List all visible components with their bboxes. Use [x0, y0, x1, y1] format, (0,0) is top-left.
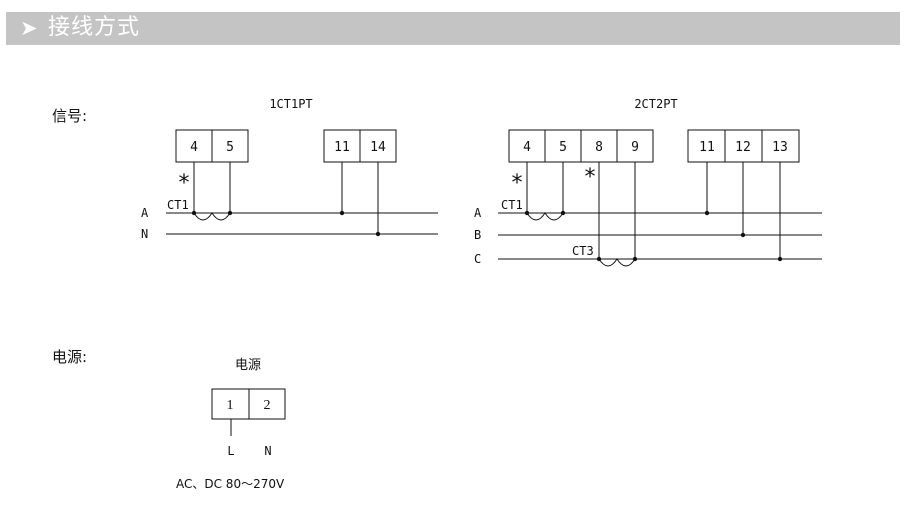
- power-label: 电源:: [52, 348, 87, 366]
- terminal-label: 2: [264, 398, 271, 413]
- junction-dot: [339, 210, 345, 216]
- terminal-box: [248, 388, 286, 420]
- terminal-label: 9: [631, 140, 639, 155]
- line-label-b: B: [474, 228, 481, 242]
- ct-coil: [598, 258, 636, 267]
- ct-label: CT1: [167, 198, 189, 212]
- terminal-label: 5: [559, 140, 567, 155]
- diagram-title-2ct2pt: 2CT2PT: [634, 97, 677, 111]
- junction-dot: [375, 231, 381, 237]
- ct-label: CT3: [572, 244, 594, 258]
- terminal-label: 12: [735, 140, 751, 155]
- terminal-label: 8: [595, 140, 603, 155]
- polarity-star: *: [583, 165, 596, 190]
- junction-dot: [191, 210, 197, 216]
- terminal-label: 4: [523, 140, 531, 155]
- line-label-a: A: [474, 206, 482, 220]
- section-header-bar: ➤ 接线方式: [6, 12, 900, 45]
- junction-dot: [704, 210, 710, 216]
- terminal-label: 11: [334, 140, 350, 155]
- chevron-right-icon: ➤: [20, 16, 38, 40]
- junction-dot: [560, 210, 566, 216]
- line-label-n: N: [264, 444, 271, 458]
- line-label-a: A: [141, 206, 149, 220]
- ct-label: CT1: [501, 198, 523, 212]
- diagram-title-1ct1pt: 1CT1PT: [269, 97, 312, 111]
- junction-dot: [777, 256, 783, 262]
- terminal-label: 1: [227, 398, 234, 413]
- terminal-label: 11: [699, 140, 715, 155]
- terminal-label: 4: [190, 140, 198, 155]
- polarity-star: *: [510, 171, 523, 196]
- junction-dot: [524, 210, 530, 216]
- junction-dot: [632, 256, 638, 262]
- ct-coil: [526, 212, 564, 221]
- power-title: 电源: [235, 358, 261, 373]
- terminal-label: 13: [772, 140, 788, 155]
- line-label-n: N: [141, 227, 148, 241]
- junction-dot: [596, 256, 602, 262]
- line-label-l: L: [227, 444, 234, 458]
- junction-dot: [740, 232, 746, 238]
- section-title: 接线方式: [48, 15, 141, 40]
- signal-label: 信号:: [52, 107, 87, 125]
- ct-coil: [193, 212, 231, 221]
- terminal-label: 5: [226, 140, 234, 155]
- power-spec: AC、DC 80～270V: [176, 477, 285, 491]
- terminal-label: 14: [370, 140, 386, 155]
- line-label-c: C: [474, 252, 481, 266]
- polarity-star: *: [177, 171, 190, 196]
- junction-dot: [227, 210, 233, 216]
